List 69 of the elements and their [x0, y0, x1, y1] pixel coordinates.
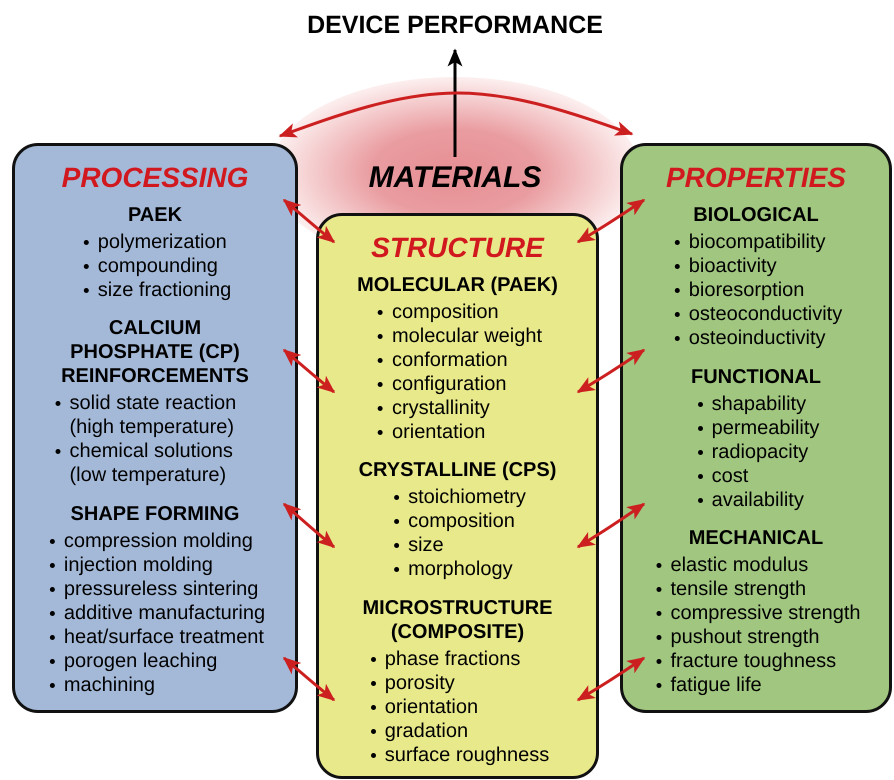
- list-item: biocompatibility: [670, 230, 842, 254]
- list-item: injection molding: [44, 553, 266, 577]
- rounded-panel: [620, 143, 892, 713]
- list-item: gradation: [366, 719, 550, 743]
- double-arrow: [282, 198, 336, 244]
- list-item: composition: [372, 300, 542, 324]
- list-item: bioresorption: [670, 278, 842, 302]
- list-item: molecular weight: [372, 324, 542, 348]
- list-item: elastic modulus: [651, 553, 861, 577]
- section-heading: CRYSTALLINE (CPS): [358, 458, 556, 482]
- arrow: [448, 48, 462, 157]
- list-item: configuration: [372, 372, 542, 396]
- section-heading: SHAPE FORMING: [70, 502, 240, 526]
- double-arrow: [278, 92, 634, 138]
- list-item: shapability: [692, 392, 820, 416]
- section-heading: MICROSTRUCTURE (COMPOSITE): [362, 596, 554, 644]
- panel-title: PROCESSING: [60, 161, 250, 195]
- list-item: size: [389, 533, 526, 557]
- panel-title: STRUCTURE: [370, 231, 546, 265]
- section-heading: FUNCTIONAL: [691, 365, 821, 389]
- list-item: size fractioning: [78, 278, 232, 302]
- list-item: surface roughness: [366, 743, 550, 767]
- double-arrow: [576, 502, 646, 548]
- section-heading: MECHANICAL: [688, 526, 824, 550]
- list-item: compressive strength: [651, 601, 861, 625]
- double-arrow: [576, 348, 646, 394]
- double-arrow: [282, 502, 336, 548]
- list-item: availability: [692, 488, 820, 512]
- list-item: permeability: [692, 416, 820, 440]
- list-item: orientation: [372, 420, 542, 444]
- list-item: porosity: [366, 671, 550, 695]
- list-item: morphology: [389, 557, 526, 581]
- list-item: chemical solutions (low temperature): [50, 439, 260, 487]
- list-item: polymerization: [78, 230, 232, 254]
- list-item: orientation: [366, 695, 550, 719]
- list-item: cost: [692, 464, 820, 488]
- list-item: osteoinductivity: [670, 326, 842, 350]
- list-item: phase fractions: [366, 647, 550, 671]
- section-heading: BIOLOGICAL: [693, 203, 819, 227]
- list-item: bioactivity: [670, 254, 842, 278]
- list-item: osteoconductivity: [670, 302, 842, 326]
- list-item: radiopacity: [692, 440, 820, 464]
- list-item: fatigue life: [651, 673, 861, 697]
- list-item: pushout strength: [651, 625, 861, 649]
- list-item: machining: [44, 673, 266, 697]
- double-arrow: [576, 198, 646, 244]
- list-item: pressureless sintering: [44, 577, 266, 601]
- double-arrow: [576, 656, 646, 702]
- list-item: heat/surface treatment: [44, 625, 266, 649]
- list-item: fracture toughness: [651, 649, 861, 673]
- double-arrow: [282, 656, 336, 702]
- list-item: solid state reaction (high temperature): [50, 391, 260, 439]
- list-item: compression molding: [44, 529, 266, 553]
- section-heading: MOLECULAR (PAEK): [357, 273, 558, 297]
- top-label: DEVICE PERFORMANCE: [306, 10, 604, 41]
- rounded-panel: [12, 143, 298, 713]
- center-label: MATERIALS: [368, 161, 542, 195]
- rounded-panel: [316, 213, 599, 779]
- list-item: stoichiometry: [389, 485, 526, 509]
- list-item: crystallinity: [372, 396, 542, 420]
- list-item: tensile strength: [651, 577, 861, 601]
- list-item: composition: [389, 509, 526, 533]
- panel-title: PROPERTIES: [665, 161, 847, 195]
- list-item: compounding: [78, 254, 232, 278]
- section-heading: PAEK: [128, 203, 182, 227]
- list-item: conformation: [372, 348, 542, 372]
- double-arrow: [282, 348, 336, 394]
- list-item: porogen leaching: [44, 649, 266, 673]
- list-item: additive manufacturing: [44, 601, 266, 625]
